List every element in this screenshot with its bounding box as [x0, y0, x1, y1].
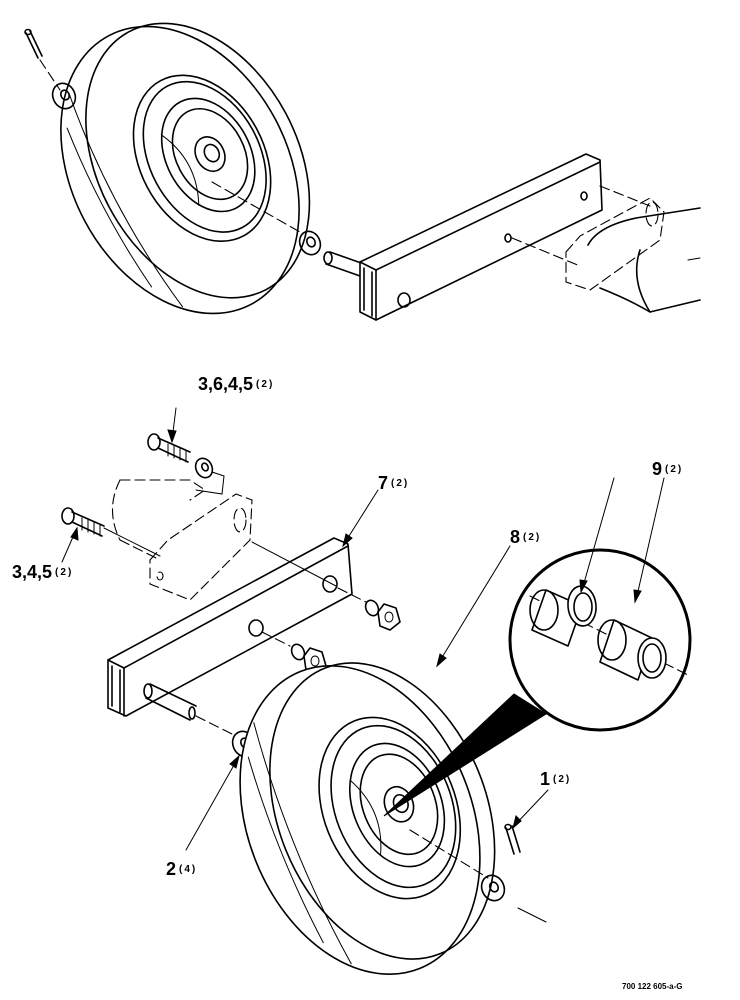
callout-8-qty: (2) [523, 532, 542, 543]
top-inner-washer [298, 230, 322, 256]
mounting-bracket-hidden [112, 479, 253, 601]
bottom-outer-washer [480, 874, 506, 902]
callout-9-number: 9 [652, 459, 663, 479]
upper-bolt-washer [194, 457, 214, 479]
callout-1-number: 1 [540, 769, 551, 789]
top-cotter-pin [24, 28, 61, 91]
callout-1: 1(2) [540, 770, 571, 789]
callout-2-qty: (4) [179, 864, 198, 875]
bearing-detail-circle [508, 548, 692, 732]
drawing-reference-code: 700 122 605-a-G [622, 982, 683, 991]
callout-8-number: 8 [510, 527, 521, 547]
bottom-wheel [239, 662, 496, 975]
right-washer-nut-upper [337, 587, 401, 631]
callout-9-qty: (2) [665, 464, 684, 475]
callout-2-number: 2 [166, 859, 177, 879]
lower-carriage-bolt [61, 507, 105, 537]
callout-3-6-4-5-qty: (2) [256, 379, 275, 390]
bottom-cotter-pin [504, 823, 547, 923]
callout-7-qty: (2) [391, 478, 410, 489]
callout-7: 7(2) [378, 474, 409, 493]
top-tube-bar [359, 153, 603, 321]
callout-8: 8(2) [510, 528, 541, 547]
callout-3-6-4-5: 3,6,4,5(2) [198, 375, 274, 394]
top-outer-washer [51, 82, 77, 110]
bearing-bushing-left [529, 585, 597, 647]
bottom-tube-bar [107, 537, 353, 717]
callout-3-4-5-qty: (2) [55, 567, 74, 578]
callout-7-number: 7 [378, 473, 389, 493]
top-axle-stub [323, 251, 365, 277]
bottom-assembly [61, 407, 692, 975]
callout-2: 2(4) [166, 860, 197, 879]
bottom-axle-stub [143, 683, 233, 735]
upper-carriage-bolt [147, 433, 191, 463]
callout-1-qty: (2) [553, 774, 572, 785]
top-frame-tube [511, 185, 701, 313]
callout-3-4-5: 3,4,5(2) [12, 563, 73, 582]
detail-wedge [383, 693, 547, 817]
top-assembly [24, 22, 701, 321]
top-wheel [60, 22, 311, 315]
callout-3-4-5-number: 3,4,5 [12, 562, 53, 582]
callout-3-6-4-5-number: 3,6,4,5 [198, 374, 254, 394]
callout-9: 9(2) [652, 460, 683, 479]
leader-lines [61, 407, 665, 851]
bearing-bushing-right [597, 619, 667, 681]
